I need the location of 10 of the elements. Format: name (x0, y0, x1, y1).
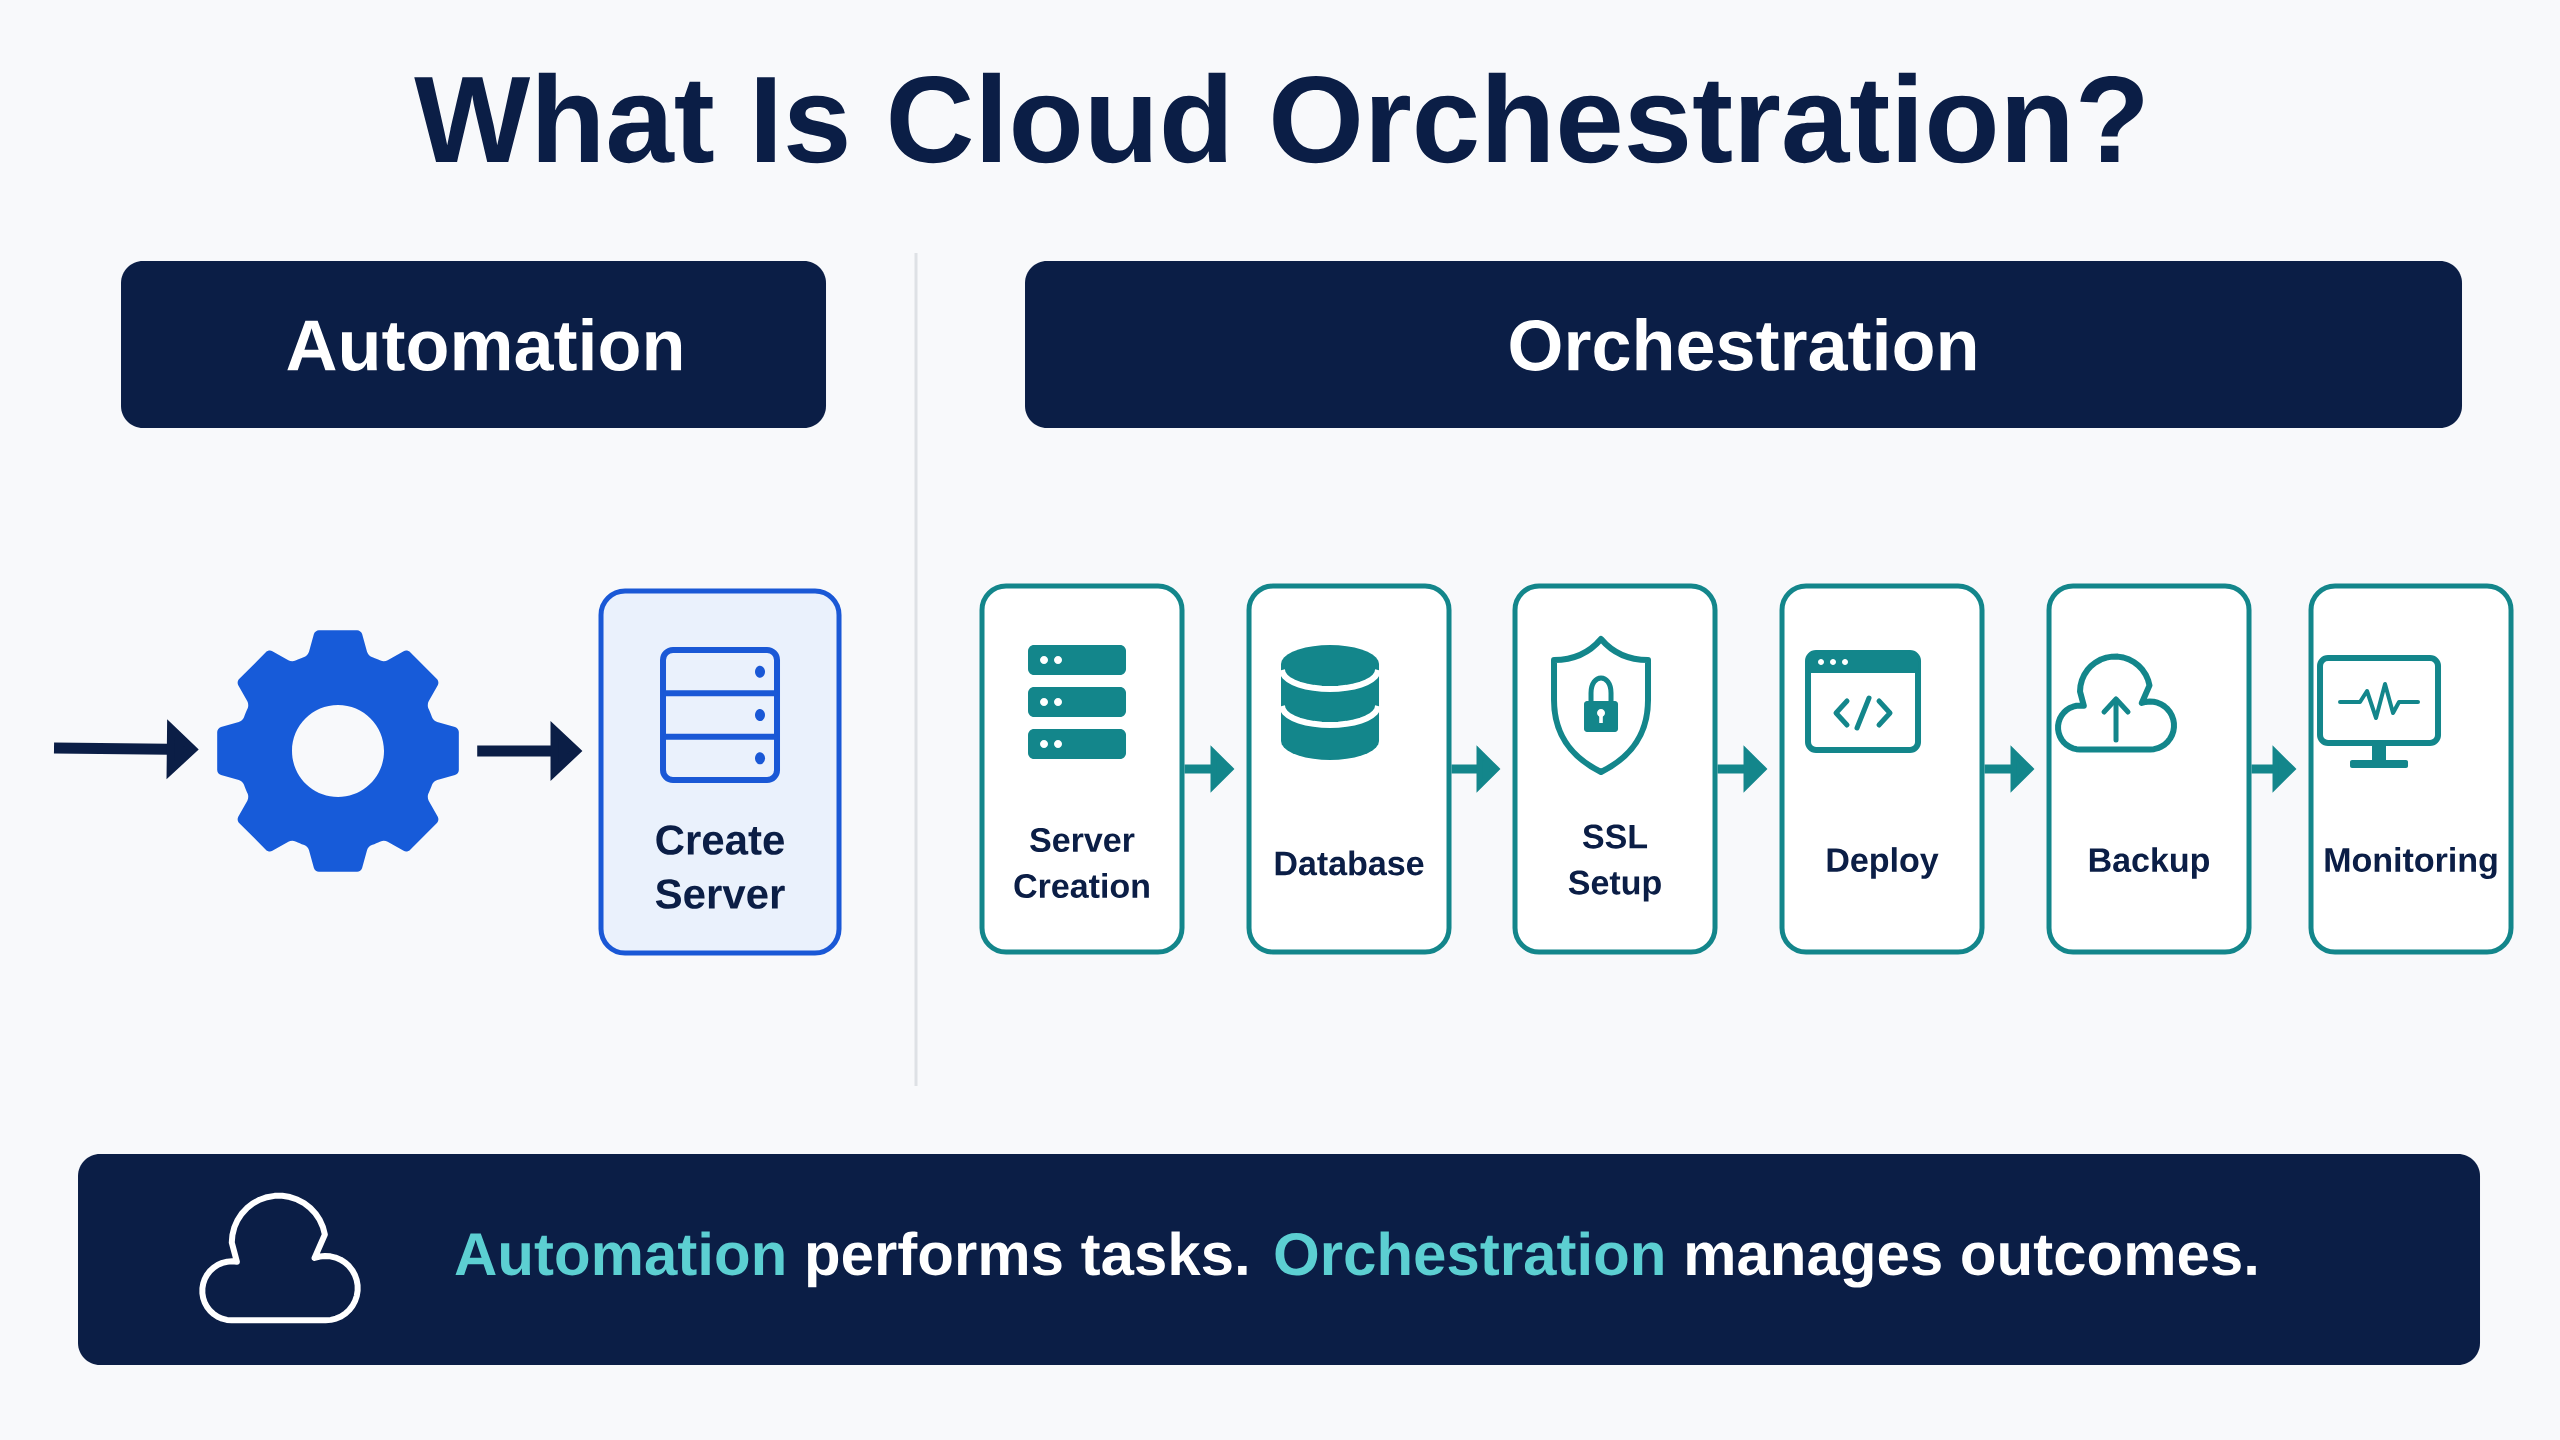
header-bar: Automation (121, 261, 826, 428)
gear-icon (217, 630, 459, 872)
title: What Is Cloud Orchestration? (414, 72, 2143, 164)
process-box: Create Server (598, 588, 842, 956)
process-box: Monitoring (2308, 583, 2514, 955)
process-box: Deploy (1779, 583, 1985, 955)
process-box: SSL Setup (1512, 583, 1718, 955)
header-bar: Orchestration (1025, 261, 2462, 428)
process-box: Backup (2046, 583, 2252, 955)
summary-banner: Automation performs tasks. Orchestration manages outcomes. (78, 1154, 2480, 1365)
